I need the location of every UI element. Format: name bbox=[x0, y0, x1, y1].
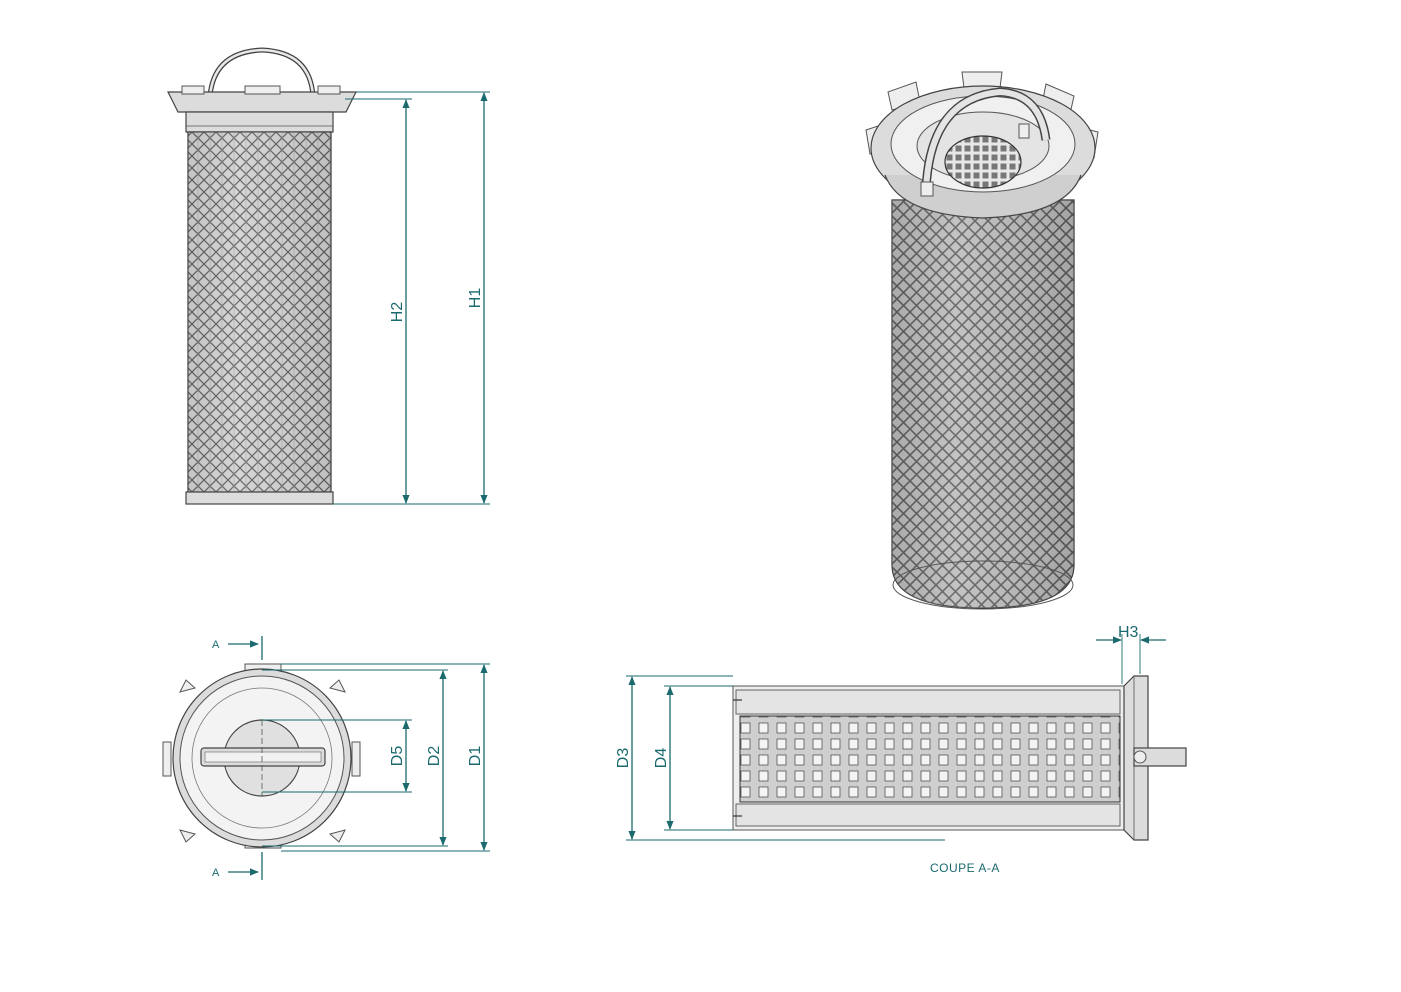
d3-label: D3 bbox=[615, 748, 632, 769]
section-view bbox=[732, 675, 1187, 841]
bottom-ring bbox=[185, 491, 334, 505]
front-view bbox=[167, 47, 357, 505]
top-collar bbox=[185, 111, 334, 133]
h1-label: H1 bbox=[467, 288, 484, 309]
front-dimensions: H2 H1 bbox=[333, 91, 490, 505]
section-marker-bottom: A bbox=[212, 867, 220, 879]
iso-inner-core bbox=[944, 135, 1022, 189]
h3-label: H3 bbox=[1118, 624, 1139, 641]
section-marker-top: A bbox=[212, 639, 220, 651]
top-dimensions: A A D5 D2 D1 bbox=[212, 636, 490, 880]
d1-label: D1 bbox=[467, 746, 484, 767]
top-flange bbox=[167, 91, 357, 113]
iso-view bbox=[865, 71, 1099, 610]
top-view bbox=[162, 663, 361, 849]
section-grid bbox=[739, 715, 1121, 803]
d4-label: D4 bbox=[653, 748, 670, 769]
section-caption: COUPE A-A bbox=[930, 861, 1000, 875]
d2-label: D2 bbox=[426, 746, 443, 767]
h2-label: H2 bbox=[389, 302, 406, 323]
d5-label: D5 bbox=[389, 746, 406, 767]
section-dimensions: D3 D4 H3 COUPE A-A bbox=[615, 624, 1166, 875]
